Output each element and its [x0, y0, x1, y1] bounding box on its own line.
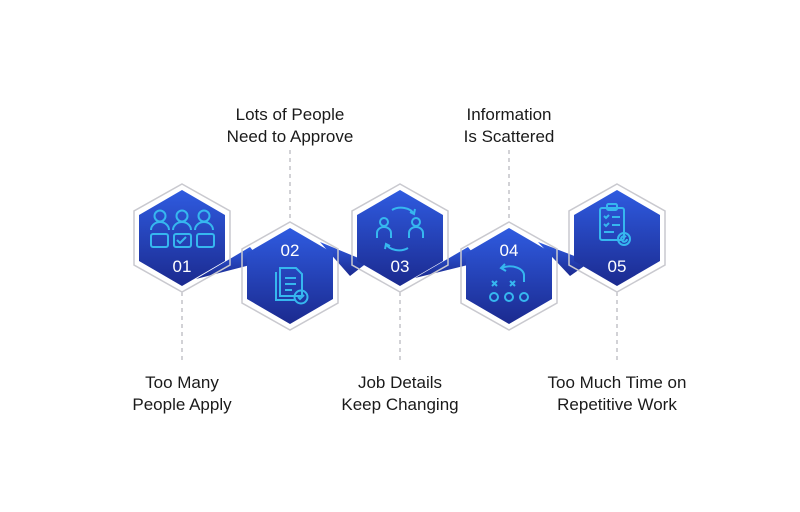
step-number: 01: [173, 257, 192, 276]
hexagon-fill: [574, 190, 660, 286]
hexagon-fill: [357, 190, 443, 286]
clipboard-check-icon: [599, 203, 631, 246]
label-line: Too Many: [145, 373, 219, 392]
label-line: Is Scattered: [463, 127, 555, 146]
step-05-hexagon: 05: [568, 183, 666, 293]
step-number: 05: [608, 257, 627, 276]
hexagon-outline: [133, 183, 231, 293]
step-number: 02: [281, 241, 300, 260]
step-05-label: Too Much Time on Repetitive Work: [517, 372, 717, 416]
label-line: People Apply: [132, 395, 232, 414]
step-03-label: Job Details Keep Changing: [300, 372, 500, 416]
label-line: Lots of People: [235, 105, 345, 124]
step-number: 03: [391, 257, 410, 276]
step-number: 04: [500, 241, 519, 260]
connectors: [181, 150, 618, 360]
label-line: Too Much Time on: [547, 373, 687, 392]
hexagon-outline: [241, 221, 339, 331]
label-line: Repetitive Work: [557, 395, 677, 414]
strategy-play-icon: [489, 263, 529, 302]
wedge-01-02: [196, 247, 262, 279]
hexagon-outline: [351, 183, 449, 293]
label-line: Information: [466, 105, 552, 124]
step-03-hexagon: 03: [351, 183, 449, 293]
label-line: Keep Changing: [341, 395, 459, 414]
step-04-hexagon: 04: [460, 221, 558, 331]
hexagon-fill: [466, 228, 552, 324]
label-line: Need to Approve: [226, 127, 354, 146]
hexagon-outline: [460, 221, 558, 331]
step-01-hexagon: 01: [133, 183, 231, 293]
people-exchange-icon: [376, 206, 424, 252]
step-02-label: Lots of People Need to Approve: [190, 104, 390, 148]
people-vote-icon: [150, 209, 215, 248]
wedge-04-05: [538, 242, 590, 276]
step-04-label: Information Is Scattered: [409, 104, 609, 148]
hexagon-fill: [247, 228, 333, 324]
label-line: Job Details: [357, 373, 443, 392]
hexagon-fill: [139, 190, 225, 286]
step-02-hexagon: 02: [241, 221, 339, 331]
document-approve-icon: [275, 267, 309, 305]
step-01-label: Too Many People Apply: [82, 372, 282, 416]
hexagon-outline: [568, 183, 666, 293]
